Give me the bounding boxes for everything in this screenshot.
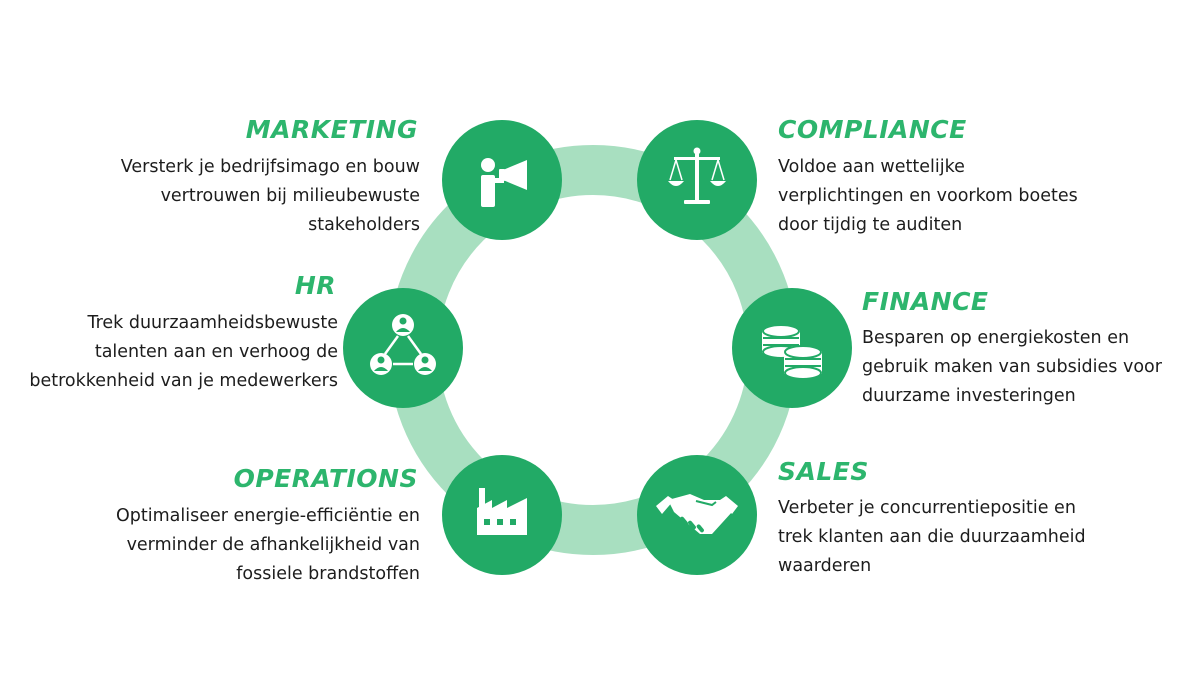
finance-title: FINANCE (862, 287, 989, 316)
megaphone-icon (481, 158, 527, 207)
coins-icon (762, 324, 822, 380)
sales-description: Verbeter je concurrentiepositie en trek … (778, 498, 1086, 576)
compliance-description: Voldoe aan wettelijke verplichtingen en … (778, 157, 1078, 235)
sales-title: SALES (778, 457, 869, 486)
compliance-title: COMPLIANCE (778, 115, 967, 144)
operations-description: Optimaliseer energie-efficiëntie en verm… (115, 506, 420, 584)
hr-description: Trek duurzaamheidsbewuste talenten aan e… (29, 313, 338, 391)
finance-description: Besparen op energiekosten en gebruik mak… (862, 328, 1162, 406)
handshake-icon (656, 494, 738, 534)
hr-node (343, 288, 463, 408)
marketing-description: Versterk je bedrijfsimago en bouw vertro… (120, 157, 420, 235)
hr-title: HR (294, 271, 336, 300)
operations-title: OPERATIONS (233, 464, 418, 493)
factory-icon (477, 488, 527, 535)
people-network-icon (370, 314, 436, 375)
marketing-title: MARKETING (245, 115, 418, 144)
scales-icon (668, 147, 726, 204)
